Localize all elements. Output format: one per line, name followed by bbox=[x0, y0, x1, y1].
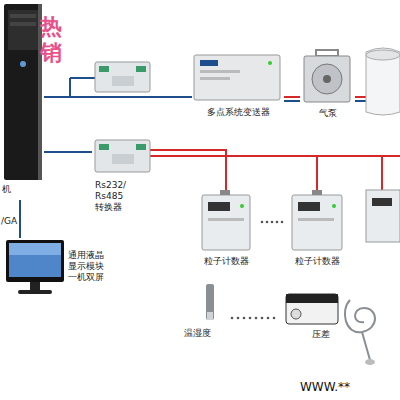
counter-device bbox=[366, 190, 400, 242]
converter-box: Rs232/ Rs485 转换器 bbox=[92, 138, 154, 216]
node-label: 机 bbox=[2, 184, 22, 195]
edge-group bbox=[44, 152, 92, 153]
converter-panel bbox=[112, 76, 134, 86]
node-label: 温湿度 bbox=[184, 328, 224, 339]
pressure-gauge: 压差 bbox=[282, 292, 342, 342]
device-illustration bbox=[0, 4, 44, 200]
bus-wire bbox=[284, 100, 300, 102]
watermark-text: WWW.** bbox=[300, 380, 400, 394]
temp-humidity-probe: 温湿度 bbox=[180, 282, 224, 342]
node-label: 气泵 bbox=[300, 108, 355, 119]
particle-counter: 粒子计数器 bbox=[288, 190, 346, 272]
sensor-cap bbox=[366, 50, 400, 60]
bus-wire bbox=[70, 77, 95, 79]
bus-wire bbox=[317, 155, 400, 157]
signal-wire bbox=[150, 156, 317, 190]
transmitter-box: 多点系统变送器 bbox=[192, 55, 284, 123]
edge-group bbox=[284, 97, 300, 98]
particle-counter: 粒子计数器 bbox=[198, 190, 254, 272]
node-label: 压差 bbox=[312, 329, 340, 340]
computer-host: 机 bbox=[0, 4, 44, 200]
node-label: 多点系统变送器 bbox=[192, 107, 284, 118]
signal-wire bbox=[44, 96, 192, 98]
edge-group bbox=[20, 200, 21, 238]
bus-wire bbox=[381, 156, 383, 190]
bus-wire bbox=[69, 78, 71, 97]
terminal-block bbox=[99, 66, 109, 72]
node-label: Rs232/ Rs485 转换器 bbox=[95, 180, 135, 213]
sensor-tip bbox=[365, 359, 375, 365]
signal-wire bbox=[19, 200, 21, 238]
promo-label: 热销 bbox=[40, 14, 64, 66]
counter-display bbox=[372, 198, 392, 206]
node-label: 粒子计数器 bbox=[288, 256, 346, 267]
lcd-monitor: 通用液晶 显示模块 一机双屏 bbox=[4, 238, 108, 304]
node-label: 通用液晶 显示模块 一机双屏 bbox=[68, 250, 108, 283]
signal-wire bbox=[284, 96, 300, 98]
edge-label: /GA bbox=[1, 216, 17, 226]
edge-group bbox=[150, 156, 317, 190]
sensor-device bbox=[366, 48, 400, 115]
terminal-block bbox=[136, 66, 146, 72]
signal-wire bbox=[44, 151, 92, 153]
cable-sensor bbox=[345, 300, 375, 360]
air-pump: 气泵 bbox=[300, 50, 355, 123]
converter-device bbox=[95, 62, 150, 92]
node-label: 粒子计数器 bbox=[198, 256, 254, 267]
edge-group bbox=[44, 97, 192, 98]
